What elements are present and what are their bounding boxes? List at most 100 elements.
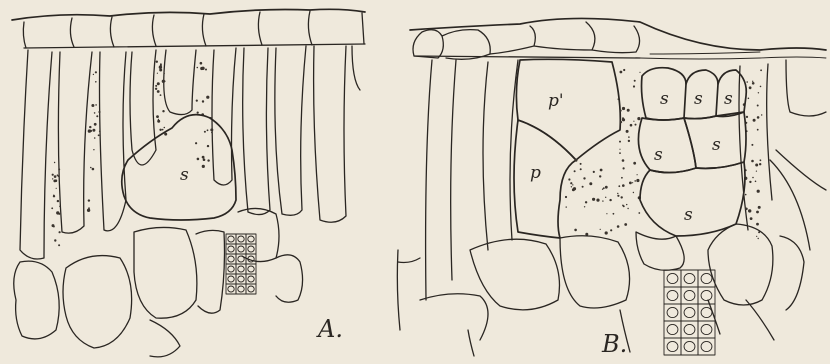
stipple-dot (205, 69, 207, 71)
vessel-lumen (684, 324, 695, 334)
stipple-dot (155, 88, 157, 90)
stipple-dot (584, 206, 585, 207)
stipple-dot (92, 129, 95, 132)
panel-b: p' p s s s s s s B. (397, 18, 826, 358)
stipple-dot (748, 98, 750, 100)
stipple-dot (760, 69, 762, 71)
panel-b-cell-label-p-prime: p' (548, 91, 564, 111)
stipple-dot (56, 211, 59, 214)
stipple-dot (605, 197, 606, 198)
stipple-dot (162, 110, 164, 112)
vessel-cell (698, 338, 715, 355)
stipple-dot (98, 134, 100, 136)
vessel-lumen (701, 324, 712, 334)
stipple-dot (628, 136, 630, 138)
stipple-dot (57, 200, 59, 202)
stipple-dot (756, 236, 757, 237)
vessel-lumen (228, 276, 234, 282)
panel-a: s A. (12, 9, 365, 357)
stipple-dot (636, 179, 639, 182)
stipple-dot (93, 74, 94, 75)
panel-b-cell-p (514, 120, 576, 238)
stipple-dot (629, 182, 632, 185)
stipple-dot (755, 164, 758, 167)
stipple-dot (568, 178, 570, 180)
stipple-dot (164, 127, 166, 129)
stipple-dot (90, 167, 92, 169)
panel-b-cell-label-s4: s (654, 145, 663, 165)
stipple-dot (196, 100, 198, 102)
panel-b-cell-label-s5: s (712, 135, 721, 155)
stipple-dot (202, 156, 205, 159)
stipple-dot (59, 231, 61, 233)
stipple-dot (619, 152, 621, 154)
stipple-dot (746, 116, 748, 118)
stipple-dot (749, 86, 752, 89)
stipple-dot (600, 169, 603, 172)
stipple-dot (582, 186, 584, 188)
stipple-dot (750, 217, 753, 220)
vessel-lumen (684, 307, 695, 317)
vessel-lumen (238, 266, 244, 272)
vessel-cell (681, 321, 698, 338)
stipple-dot (159, 129, 161, 131)
panel-b-cuticle (410, 18, 826, 50)
stipple-dot (566, 206, 567, 207)
stipple-dot (54, 175, 57, 178)
stipple-dot (565, 196, 567, 198)
stipple-dot (157, 90, 160, 93)
panel-b-palisade-cells (426, 60, 826, 300)
vessel-lumen (228, 246, 234, 252)
stipple-dot (93, 149, 94, 150)
stipple-dot (59, 206, 60, 207)
stipple-dot (592, 198, 595, 201)
stipple-dot (200, 62, 203, 65)
stipple-dot (570, 182, 572, 184)
stipple-dot (210, 128, 213, 131)
vessel-cell (698, 287, 715, 304)
stipple-dot (58, 168, 60, 170)
stipple-dot (99, 130, 101, 132)
vessel-lumen (248, 246, 254, 252)
stipple-dot (622, 107, 625, 110)
stipple-dot (613, 213, 615, 215)
stipple-dot (583, 177, 585, 179)
stipple-dot (628, 140, 630, 142)
stipple-dot (574, 229, 577, 232)
stipple-dot (759, 163, 761, 165)
stipple-dot (164, 73, 165, 74)
vessel-cell (681, 287, 698, 304)
stipple-dot (760, 159, 762, 161)
stipple-dot (758, 206, 761, 209)
stipple-dot (596, 199, 599, 202)
stipple-dot (202, 165, 205, 168)
stipple-dot (606, 213, 607, 214)
stipple-dot (156, 61, 158, 63)
stipple-dot (195, 142, 197, 144)
stipple-dot (94, 112, 96, 114)
stipple-dot (51, 207, 53, 209)
stipple-dot (745, 208, 748, 211)
panel-a-palisade-cells (20, 46, 360, 259)
stipple-dot (633, 192, 634, 193)
stipple-dot (603, 187, 605, 189)
vessel-lumen (667, 290, 678, 300)
stipple-dot (95, 81, 97, 83)
stipple-dot (197, 67, 199, 69)
panel-b-cell-label-p: p (530, 163, 541, 183)
stipple-dot (58, 244, 60, 246)
stipple-dot (752, 82, 755, 85)
vessel-lumen (228, 266, 234, 272)
stipple-dot (756, 211, 759, 214)
stipple-dot (159, 66, 162, 69)
vessel-lumen (228, 256, 234, 262)
stipple-dot (89, 126, 91, 128)
stipple-dot (88, 199, 90, 201)
stipple-dot (622, 159, 625, 162)
stipple-dot (622, 118, 625, 121)
vessel-cell (681, 270, 698, 287)
stipple-dot (752, 81, 753, 82)
stipple-dot (621, 196, 623, 198)
vessel-lumen (228, 286, 234, 292)
stipple-dot (761, 114, 762, 115)
